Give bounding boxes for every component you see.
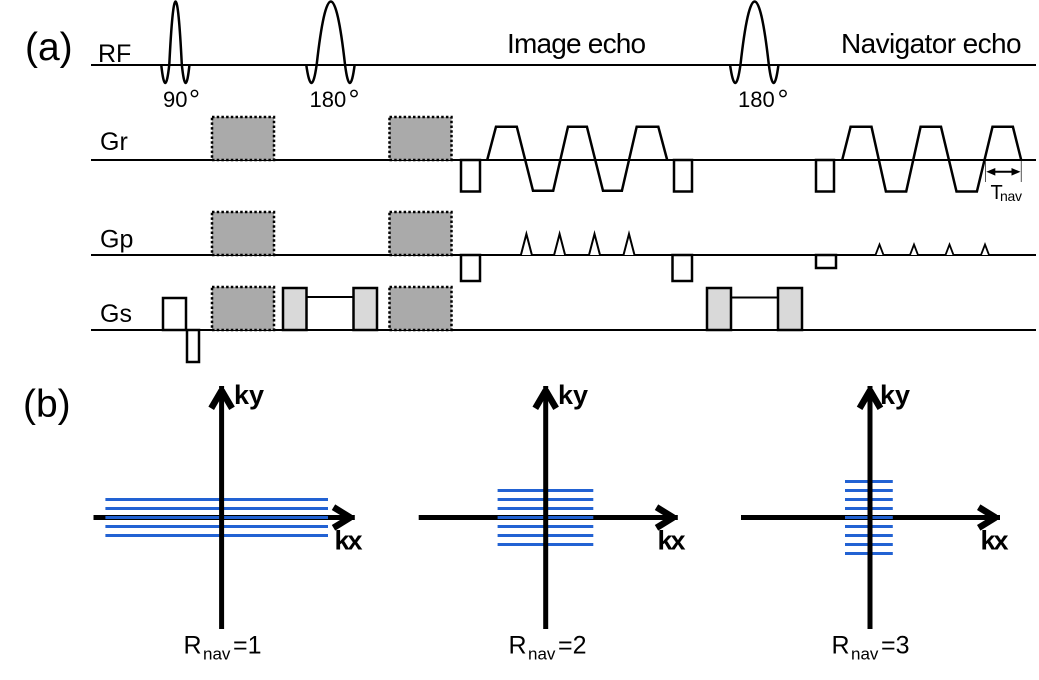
svg-text:Gr: Gr [100, 128, 128, 156]
svg-text:90: 90 [163, 87, 187, 112]
svg-text:Image echo: Image echo [507, 28, 646, 59]
svg-text:R: R [509, 632, 527, 660]
svg-text:T: T [991, 182, 1003, 204]
svg-text:R: R [832, 632, 850, 660]
svg-text:Gp: Gp [100, 226, 133, 254]
svg-text:nav: nav [203, 645, 231, 664]
svg-text:nav: nav [528, 645, 556, 664]
svg-text:R: R [184, 632, 202, 660]
svg-text:=1: =1 [233, 632, 262, 660]
svg-text:kx: kx [658, 526, 686, 556]
svg-text:ky: ky [558, 380, 588, 410]
svg-text:ky: ky [234, 380, 264, 410]
svg-text:nav: nav [1000, 188, 1022, 204]
svg-text:180: 180 [310, 87, 347, 112]
svg-text:=3: =3 [881, 632, 910, 660]
svg-text:Navigator echo: Navigator echo [841, 28, 1021, 59]
svg-text:(b): (b) [23, 383, 71, 426]
svg-text:kx: kx [981, 526, 1009, 556]
svg-text:180: 180 [738, 87, 775, 112]
svg-text:=2: =2 [558, 632, 587, 660]
svg-text:ky: ky [880, 380, 910, 410]
svg-text:RF: RF [98, 40, 131, 68]
svg-text:(a): (a) [25, 26, 73, 69]
svg-text:nav: nav [851, 645, 879, 664]
svg-text:kx: kx [335, 526, 363, 556]
svg-text:Gs: Gs [100, 300, 132, 328]
